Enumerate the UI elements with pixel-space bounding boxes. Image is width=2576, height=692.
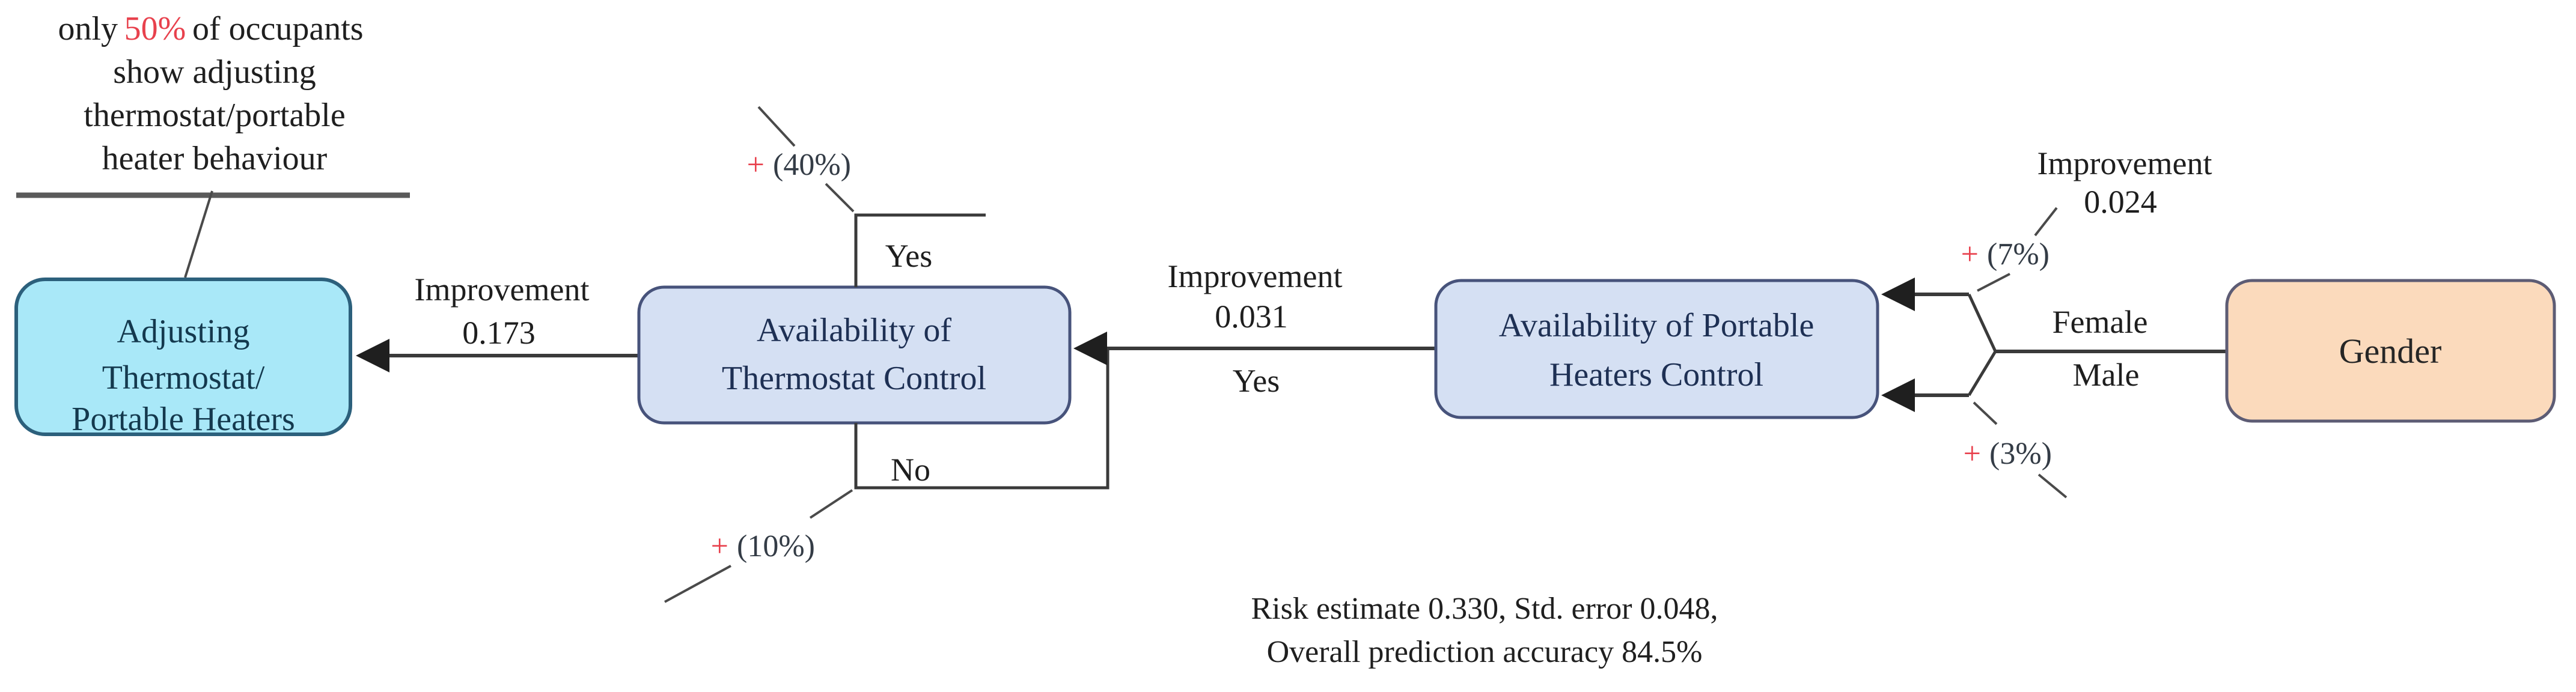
edge-thermostat-to-outcome: Improvement 0.173: [356, 272, 639, 372]
no-gain-tick-line: [664, 565, 731, 603]
yes-gain-plus: +: [747, 148, 765, 182]
thermostat-no-branch: No + (10%): [664, 350, 1109, 603]
edge2-improvement-label: Improvement: [1168, 258, 1343, 294]
occupants-annotation: only 50% of occupants show adjusting the…: [16, 10, 410, 278]
yes-gain-value: (40%): [773, 148, 851, 182]
portable-node: Availability of Portable Heaters Control: [1434, 279, 1879, 419]
male-gain-plus: +: [1964, 437, 1981, 471]
male-gain-value: (3%): [1989, 437, 2052, 471]
gender-node: Gender: [2225, 279, 2556, 423]
no-branch-label: No: [891, 452, 930, 488]
female-gain-callout-line: [1977, 273, 2010, 292]
edge2-improvement-value: 0.031: [1215, 299, 1288, 335]
annotation-line1-pre: only: [58, 10, 118, 47]
annotation-line1-post: of occupants: [192, 10, 364, 47]
left-arrowhead-icon: [356, 339, 389, 372]
edge1-improvement-value: 0.173: [462, 315, 536, 351]
portable-node-box: [1434, 279, 1879, 419]
model-statistics: Risk estimate 0.330, Std. error 0.048, O…: [1251, 592, 1718, 669]
thermostat-yes-branch: Yes + (40%): [747, 106, 986, 287]
male-gain-callout-line: [1973, 401, 1998, 425]
edge3-callout-line: [2034, 207, 2058, 237]
annotation-line4: heater behaviour: [102, 140, 328, 177]
female-branch-label: Female: [2053, 304, 2148, 340]
no-gain-value: (10%): [737, 529, 815, 563]
female-gain-plus: +: [1961, 237, 1979, 272]
thermostat-node: Availability of Thermostat Control: [637, 285, 1072, 425]
yes-branch-label: Yes: [885, 238, 933, 274]
left-arrowhead-icon: [1881, 278, 1915, 311]
no-gain-callout-line: [809, 489, 853, 519]
stats-line1: Risk estimate 0.330, Std. error 0.048,: [1251, 592, 1718, 626]
outcome-node-line1: Adjusting: [117, 313, 250, 350]
outcome-node-box: [14, 278, 352, 436]
left-arrowhead-icon: [1881, 378, 1915, 412]
female-fork-diagonal: [1967, 293, 1997, 353]
edge2-yes-label: Yes: [1233, 363, 1280, 399]
edge1-improvement-label: Improvement: [415, 272, 590, 308]
left-arrowhead-icon: [1073, 332, 1107, 365]
edge3-improvement-value: 0.024: [2084, 184, 2157, 220]
annotation-line3: thermostat/portable: [84, 97, 345, 134]
female-gain-value: (7%): [1987, 237, 2050, 272]
gender-node-label: Gender: [2339, 332, 2442, 371]
edge-portable-to-thermostat: Improvement 0.031 Yes: [1073, 258, 1436, 399]
outcome-node-line2: Thermostat/: [102, 359, 265, 396]
outcome-node: Adjusting Thermostat/ Portable Heaters: [14, 278, 352, 438]
yes-gain-tick-line: [757, 106, 796, 147]
annotation-line2: show adjusting: [113, 53, 316, 91]
annotation-line1-highlight: 50%: [124, 10, 186, 47]
annotation-callout-line: [184, 190, 213, 278]
no-branch-line: [854, 350, 1109, 490]
portable-node-line2: Heaters Control: [1549, 356, 1763, 393]
gender-node-box: [2225, 279, 2556, 423]
edge3-improvement-label: Improvement: [2037, 145, 2212, 181]
male-fork-diagonal: [1967, 350, 1997, 396]
stats-line2: Overall prediction accuracy 84.5%: [1267, 635, 1703, 669]
portable-node-line1: Availability of Portable: [1499, 307, 1814, 344]
no-gain-plus: +: [711, 529, 728, 563]
outcome-node-line3: Portable Heaters: [72, 401, 295, 438]
yes-branch-line: [854, 213, 986, 287]
thermostat-node-line1: Availability of: [757, 312, 951, 349]
thermostat-node-box: [637, 285, 1072, 425]
thermostat-node-line2: Thermostat Control: [722, 360, 986, 397]
male-branch-label: Male: [2073, 357, 2140, 393]
male-gain-tick-line: [2037, 473, 2068, 499]
gender-fork: Female Male Improvement 0.024 + (7%) + (…: [1881, 145, 2227, 499]
yes-gain-callout-line: [825, 183, 855, 213]
